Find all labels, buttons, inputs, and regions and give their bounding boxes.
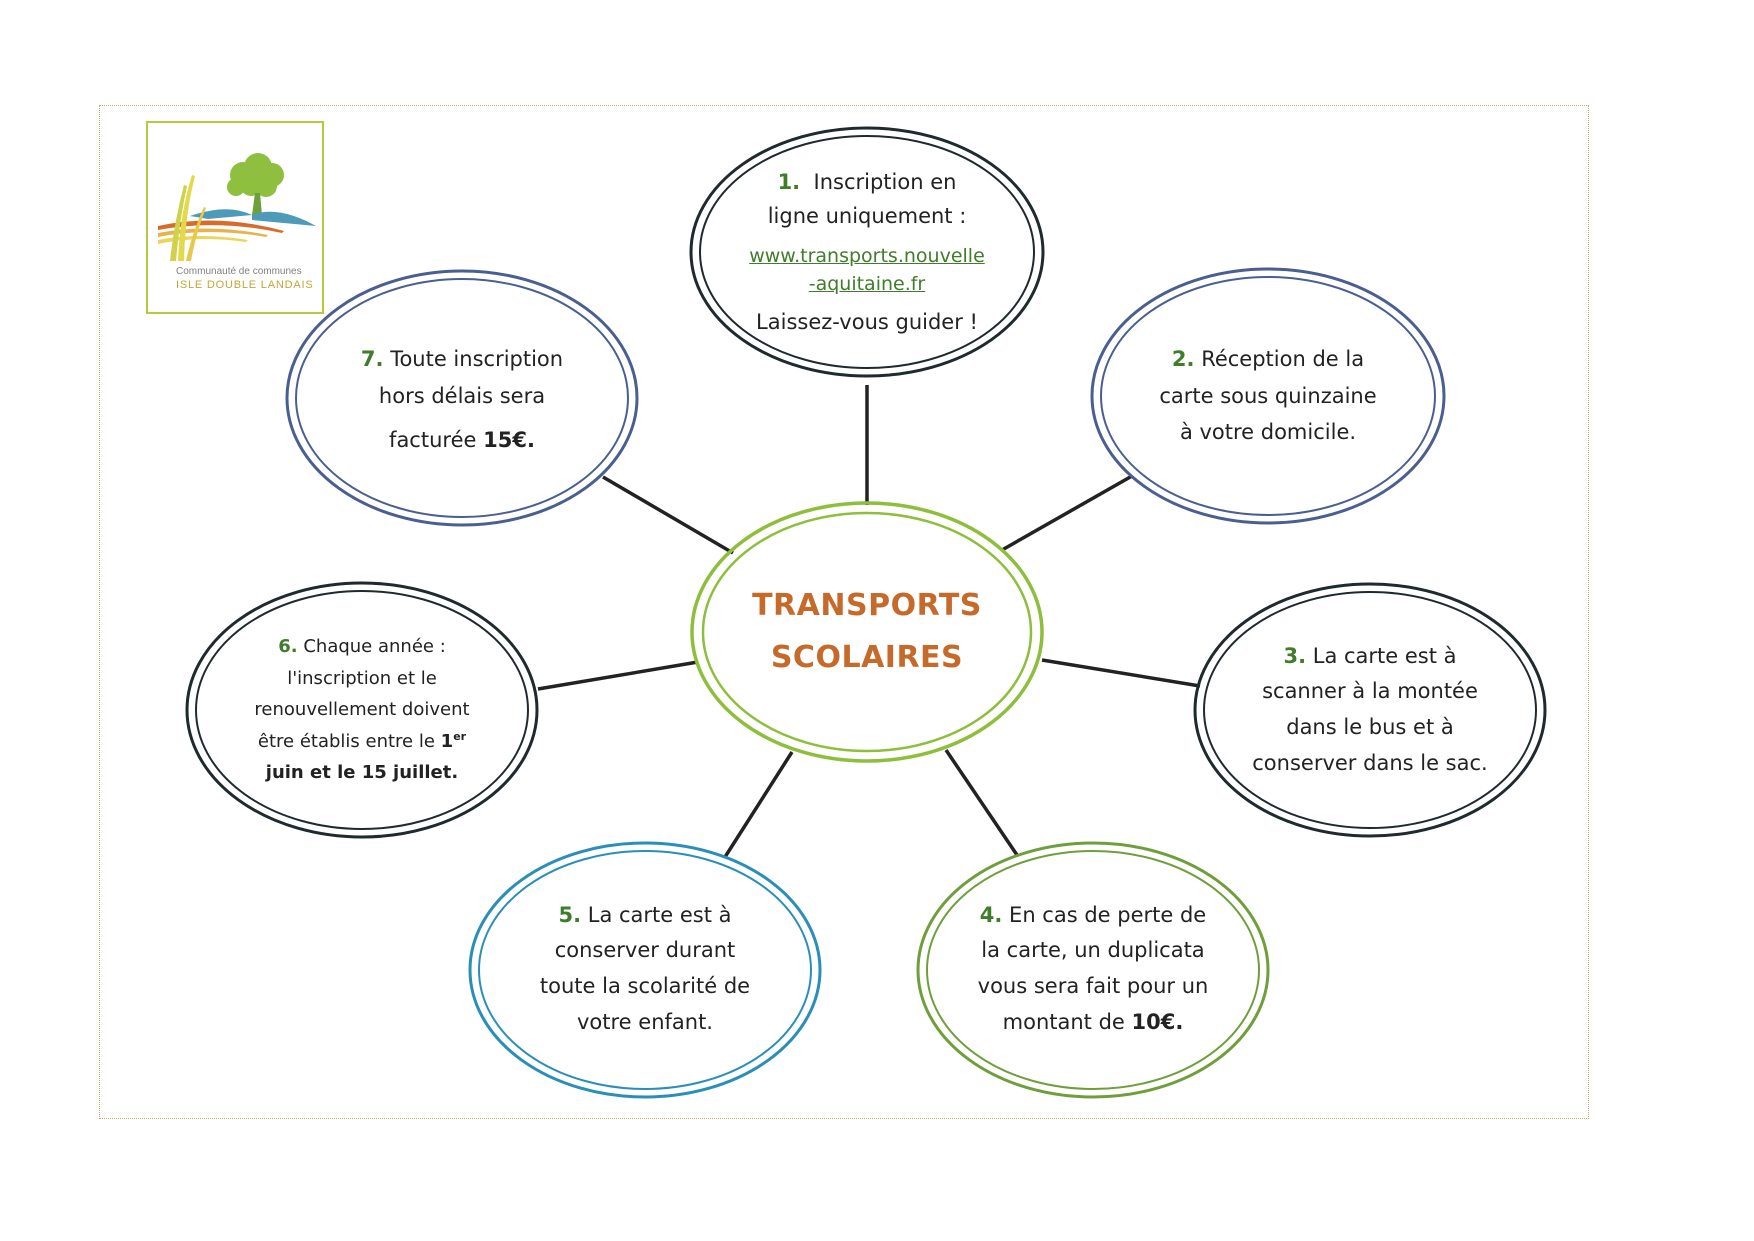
node-7-line2: hors délais sera (378, 383, 546, 408)
page-frame (99, 105, 1589, 1119)
node-5: 5. La carte est à conserver durant toute… (500, 884, 790, 1054)
ring-center (690, 501, 1044, 763)
node-7-text1: Toute inscription (390, 346, 564, 371)
node-6-text4: être établis entre le (257, 730, 435, 752)
node-2-text1: Réception de la (1201, 346, 1365, 371)
node-1-line3: Laissez-vous guider ! (756, 310, 978, 335)
ring-5 (468, 841, 822, 1099)
logo: Communauté de communes ISLE DOUBLE LANDA… (146, 121, 324, 314)
node-4-line1: 4. En cas de perte de (980, 898, 1206, 934)
node-3-line1: 3. La carte est à (1283, 639, 1456, 675)
node-5-line2: conserver durant (554, 938, 736, 963)
ring-7 (285, 269, 639, 527)
node-7-amount: 15€. (483, 428, 535, 453)
node-3-line2: scanner à la montée (1262, 679, 1478, 704)
registration-link[interactable]: www.transports.nouvelle -aquitaine.fr (749, 243, 985, 298)
connectors (537, 385, 1201, 858)
ring-4 (916, 841, 1270, 1099)
node-6-line5: juin et le 15 juillet. (265, 762, 459, 784)
node-2-line1: 2. Réception de la (1172, 341, 1364, 378)
ring-3 (1193, 582, 1547, 838)
node-6-line2: l'inscription et le (287, 667, 437, 689)
logo-emblem-icon (158, 153, 316, 261)
node-3-number: 3. (1283, 643, 1307, 668)
node-1-number: 1. (777, 170, 801, 195)
node-2-line2: carte sous quinzaine (1159, 383, 1377, 408)
node-3-line4: conserver dans le sac. (1252, 750, 1488, 775)
node-7-line3: facturée 15€. (389, 422, 535, 459)
node-4-line2: la carte, un duplicata (981, 938, 1205, 963)
center-title-line2: SCOLAIRES (770, 640, 964, 675)
node-3: 3. La carte est à scanner à la montée da… (1225, 625, 1515, 795)
node-5-text1: La carte est à (587, 902, 732, 927)
node-1: 1. Inscription en ligne uniquement : www… (727, 158, 1007, 348)
node-2-number: 2. (1171, 346, 1195, 371)
node-4-line3: vous sera fait pour un (977, 974, 1209, 998)
ring-6 (185, 581, 539, 839)
registration-link-part1[interactable]: www.transports.nouvelle (749, 245, 985, 268)
node-4: 4. En cas de perte de la carte, un dupli… (948, 884, 1238, 1054)
node-2: 2. Réception de la carte sous quinzaine … (1128, 326, 1408, 466)
connector-5 (723, 751, 794, 858)
node-6-day-suffix: er (453, 729, 467, 743)
node-5-line4: votre enfant. (577, 1009, 713, 1034)
node-1-text1: Inscription en (813, 170, 957, 195)
node-7-line1: 7. Toute inscription (361, 341, 563, 378)
node-4-amount: 10€. (1131, 1009, 1184, 1034)
node-4-number: 4. (979, 902, 1003, 927)
node-1-line2: ligne uniquement : (767, 203, 967, 228)
node-7-number: 7. (360, 346, 384, 371)
node-4-line4: montant de 10€. (1003, 1005, 1184, 1041)
ring-2 (1090, 267, 1446, 525)
registration-link-part2[interactable]: -aquitaine.fr (808, 272, 926, 295)
node-6-line4: être établis entre le 1er (258, 726, 466, 758)
node-5-line3: toute la scolarité de (539, 974, 751, 998)
node-6: 6. Chaque année : l'inscription et le re… (222, 625, 502, 795)
node-6-line3: renouvellement doivent (254, 699, 470, 721)
ring-1 (689, 126, 1045, 378)
connector-4 (944, 749, 1019, 856)
node-4-text4: montant de (1002, 1009, 1125, 1034)
connector-3 (1041, 658, 1201, 688)
node-6-number: 6. (278, 636, 298, 658)
node-2-line3: à votre domicile. (1179, 420, 1357, 445)
center-title-line1: TRANSPORTS (752, 587, 982, 623)
center-node: TRANSPORTS SCOLAIRES (717, 552, 1017, 712)
node-7-text3: facturée (389, 428, 477, 453)
connector-2 (1001, 474, 1133, 552)
node-6-day: 1 (440, 730, 454, 752)
node-5-line1: 5. La carte est à (558, 898, 731, 934)
node-6-text1: Chaque année : (303, 636, 446, 658)
node-3-text1: La carte est à (1312, 643, 1457, 668)
node-4-text1: En cas de perte de (1009, 902, 1207, 927)
connector-7 (602, 475, 734, 555)
node-1-line1: 1. Inscription en (778, 166, 957, 200)
logo-subtitle: Communauté de communes (176, 266, 302, 277)
connector-6 (537, 660, 699, 691)
node-7: 7. Toute inscription hors délais sera fa… (322, 330, 602, 470)
node-3-line3: dans le bus et à (1286, 715, 1454, 739)
logo-title: ISLE DOUBLE LANDAIS (176, 279, 314, 291)
node-5-number: 5. (558, 902, 582, 927)
node-6-line1: 6. Chaque année : (278, 631, 446, 663)
